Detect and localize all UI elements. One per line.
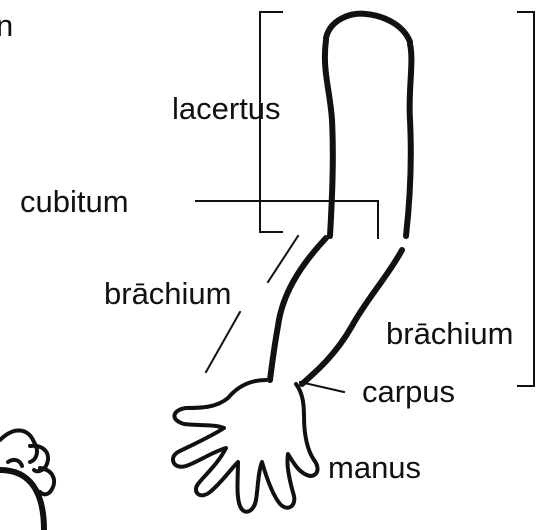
cubitum-label: cubitum	[20, 184, 129, 219]
brachium-arm-label: brāchium	[386, 316, 514, 351]
foot-fragment-drawing	[0, 430, 54, 530]
cubitum-pointer-line	[196, 201, 378, 238]
brachium-forearm-label: brāchium	[104, 276, 232, 311]
corner-text-fragment: n	[0, 8, 13, 43]
manus-label: manus	[328, 450, 421, 485]
brachium-arm-bracket	[518, 12, 534, 386]
carpus-label: carpus	[362, 374, 455, 409]
brachium-forearm-pointer-upper	[268, 236, 298, 282]
lacertus-label: lacertus	[172, 91, 281, 126]
hand-outline	[173, 380, 318, 512]
brachium-forearm-pointer-lower	[206, 312, 240, 372]
